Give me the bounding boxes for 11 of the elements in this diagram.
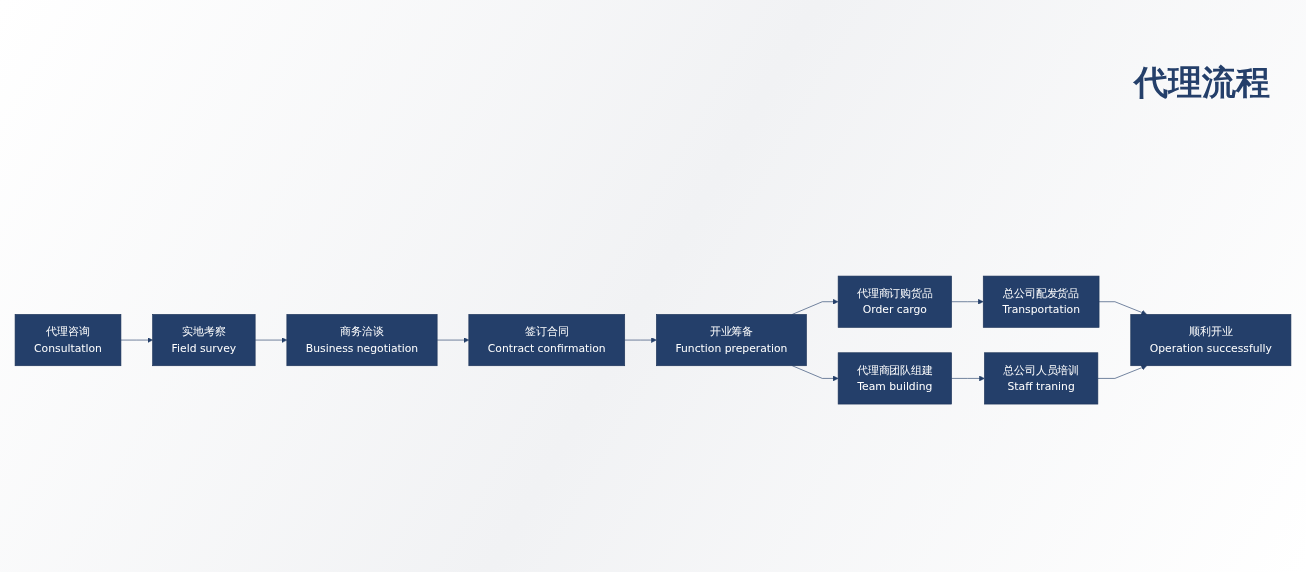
diagram-title: 代理流程 [1134,61,1270,104]
node-box: 代理商团队组建 Team building [837,352,952,405]
node-box: 代理咨询 Consultatlon [14,314,122,366]
node-box: 顺利开业 Operation successfully [1130,314,1292,366]
node-box: 开业筹备 Function preperation [656,314,807,366]
node-box: 总公司人员培训 Staff traning [984,352,1099,405]
node-box: 总公司配发货品 Transportation [982,275,1100,328]
node-box: 签订合同 Contract confirmation [468,314,626,366]
node-box: 商务洽谈 Business negotiation [286,314,438,366]
node-box: 实地考察 Field survey [152,314,256,366]
node-box: 代理商订购货品 Order cargo [837,275,952,328]
